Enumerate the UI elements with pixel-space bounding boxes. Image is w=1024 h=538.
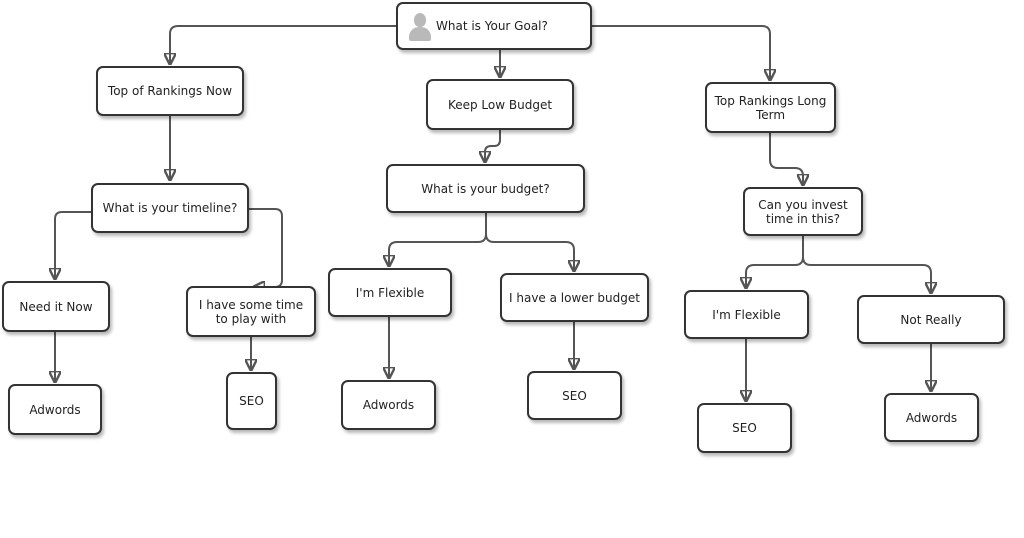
not-really-node: Not Really	[857, 295, 1005, 344]
connector-low-budget-to-budget-question	[485, 130, 501, 162]
connector-root-to-rankings-now	[170, 25, 396, 64]
some-time-label: I have some time to play with	[198, 297, 304, 326]
budget-question-node: What is your budget?	[386, 164, 585, 213]
flexible-node-2: I'm Flexible	[684, 290, 809, 339]
seo-result-label-2: SEO	[562, 388, 587, 403]
seo-result-label-3: SEO	[732, 421, 757, 435]
rankings-now-node: Top of Rankings Now	[96, 66, 244, 116]
long-term-label: Top Rankings Long Term	[714, 93, 827, 122]
low-budget-label: Keep Low Budget	[447, 97, 553, 112]
adwords-result-label-3: Adwords	[905, 410, 958, 425]
flexible-node-1: I'm Flexible	[328, 268, 452, 317]
invest-question-node: Can you invest time in this?	[743, 187, 863, 236]
adwords-result-label-2: Adwords	[362, 398, 415, 412]
low-budget-node: Keep Low Budget	[426, 79, 574, 130]
connector-root-to-long-term	[592, 25, 770, 80]
connector-budget-question-to-lower	[485, 233, 574, 271]
seo-result-node-1: SEO	[226, 372, 277, 430]
timeline-question-label: What is your timeline?	[102, 201, 238, 215]
connector-timeline-to-some-time	[248, 208, 283, 287]
seo-result-node-3: SEO	[697, 403, 792, 453]
flexible-label-1: I'm Flexible	[355, 285, 425, 300]
goal-question-node: What is Your Goal?	[396, 2, 592, 50]
rankings-now-label: Top of Rankings Now	[107, 84, 233, 98]
need-it-now-node: Need it Now	[2, 281, 110, 332]
lower-budget-node: I have a lower budget	[500, 273, 649, 322]
connector-invest-to-flexible	[746, 236, 804, 288]
lower-budget-label: I have a lower budget	[509, 290, 640, 305]
long-term-node: Top Rankings Long Term	[705, 82, 836, 133]
goal-question-label: What is Your Goal?	[436, 19, 548, 33]
connector-timeline-to-need-now	[55, 211, 92, 279]
seo-result-node-2: SEO	[527, 371, 622, 420]
adwords-result-node-2: Adwords	[341, 380, 436, 430]
adwords-result-node-1: Adwords	[8, 384, 102, 435]
connector-invest-to-not-really	[802, 256, 931, 293]
flexible-label-2: I'm Flexible	[712, 307, 781, 322]
not-really-label: Not Really	[900, 312, 962, 327]
user-avatar-icon	[408, 11, 432, 41]
timeline-question-node: What is your timeline?	[91, 183, 249, 233]
adwords-result-label-1: Adwords	[29, 402, 81, 417]
invest-question-label: Can you invest time in this?	[758, 197, 848, 226]
connector-budget-question-to-flexible	[389, 213, 487, 266]
seo-result-label-1: SEO	[239, 394, 264, 408]
connector-long-term-to-invest-question	[769, 133, 803, 185]
some-time-node: I have some time to play with	[186, 286, 316, 337]
adwords-result-node-3: Adwords	[884, 393, 979, 442]
budget-question-label: What is your budget?	[421, 181, 550, 196]
need-it-now-label: Need it Now	[19, 299, 93, 314]
